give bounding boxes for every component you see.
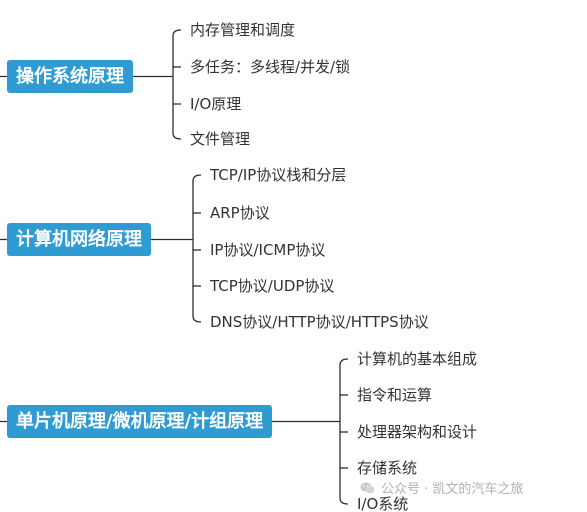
wechat-icon: [360, 482, 375, 494]
leaf-item: 文件管理: [190, 130, 251, 148]
leaf-item: 指令和运算: [357, 386, 433, 404]
leaf-item: DNS协议/HTTP协议/HTTPS协议: [210, 313, 429, 331]
leaf-item: ARP协议: [210, 204, 270, 222]
bracket-1: [172, 29, 182, 140]
leaf-item: 多任务：多线程/并发/锁: [190, 58, 351, 76]
watermark-text: 公众号 · 凯文的汽车之旅: [381, 482, 524, 497]
leaf-item: 计算机的基本组成: [357, 350, 478, 368]
leaf-item: 内存管理和调度: [190, 21, 296, 39]
leaf-item: 处理器架构和设计: [357, 423, 478, 441]
leaf-item: TCP协议/UDP协议: [210, 277, 335, 295]
branch-node-2: 计算机网络原理: [7, 223, 151, 256]
watermark: 公众号 · 凯文的汽车之旅: [360, 479, 523, 501]
leaf-item: I/O原理: [190, 95, 242, 113]
leaf-item: TCP/IP协议栈和分层: [210, 166, 347, 184]
branch-node-1: 操作系统原理: [7, 60, 133, 93]
bracket-2: [192, 174, 202, 323]
leaf-item: IP协议/ICMP协议: [210, 241, 326, 259]
leaf-item: I/O系统: [357, 495, 409, 512]
branch-node-3: 单片机原理/微机原理/计组原理: [7, 405, 273, 438]
leaf-item: 存储系统: [357, 459, 418, 477]
